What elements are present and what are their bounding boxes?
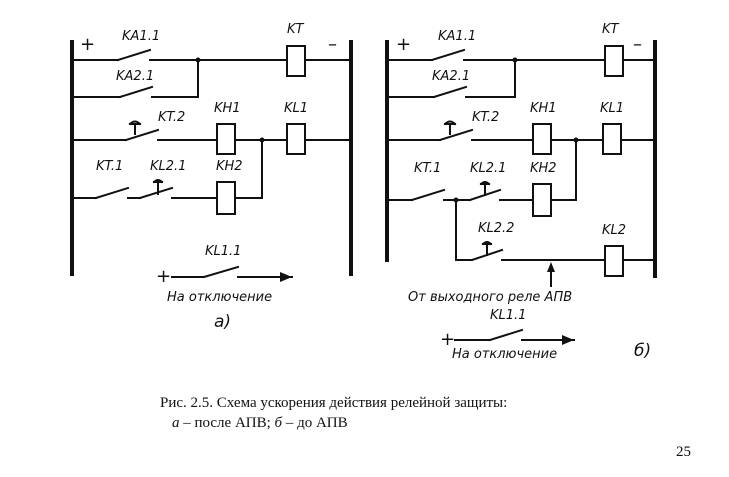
figure-caption: Рис. 2.5. Схема ускорения действия релей…	[160, 393, 507, 433]
label-kt-b: KT	[602, 22, 620, 37]
plus-sign-a: +	[80, 34, 95, 55]
label-kl21-b: KL2.1	[470, 161, 506, 176]
diagram-b: + – KA1.1 KT KA2.1	[385, 22, 657, 362]
trip-plus-a: +	[156, 266, 171, 287]
rung-5-b	[455, 199, 656, 287]
relay-coil-kl1-b	[602, 123, 622, 155]
relay-coil-kh2-a	[216, 181, 236, 215]
caption-line-2: а – после АПВ; б – до АПВ	[160, 413, 507, 433]
trip-plus-b: +	[440, 329, 455, 350]
caption-a-letter: а	[172, 415, 180, 431]
relay-coil-kt-a	[286, 45, 306, 77]
minus-sign-a: –	[328, 34, 337, 55]
trip-text-a: На отключение	[167, 290, 272, 305]
label-kh1-b: KH1	[530, 101, 557, 116]
sub-label-b: б)	[634, 341, 651, 361]
label-kl22-b: KL2.2	[478, 221, 514, 236]
label-kh2-a: KH2	[216, 159, 243, 174]
minus-sign-b: –	[633, 34, 642, 55]
relay-coil-kt-b	[604, 45, 624, 77]
trip-contact-kl11-a	[171, 265, 293, 282]
label-kl2-b: KL2	[602, 223, 626, 238]
plus-sign-b: +	[396, 34, 411, 55]
label-ka21-b: KA2.1	[432, 69, 470, 84]
label-kt2-b: KT.2	[472, 110, 499, 125]
label-kt1-a: KT.1	[96, 159, 123, 174]
trip-contact-kl11-b	[454, 328, 575, 345]
rung-1-a	[71, 45, 352, 77]
relay-coil-kl2-b	[604, 245, 624, 277]
label-kl21-a: KL2.1	[150, 159, 186, 174]
label-kh1-a: KH1	[214, 101, 241, 116]
rung-3-a	[71, 120, 352, 155]
rung-3-b	[386, 120, 656, 155]
label-kl1-a: KL1	[284, 101, 308, 116]
label-kl1-b: KL1	[600, 101, 624, 116]
relay-coil-kl1-a	[286, 123, 306, 155]
label-kl11-a: KL1.1	[205, 244, 241, 259]
label-kt-a: KT	[287, 22, 305, 37]
relay-coil-kh1-b	[532, 123, 552, 155]
label-ka11-a: KA1.1	[122, 29, 160, 44]
trip-text-b: На отключение	[452, 347, 557, 362]
caption-line-1: Рис. 2.5. Схема ускорения действия релей…	[160, 395, 508, 411]
page-number: 25	[676, 444, 691, 460]
rung-2-b	[386, 59, 516, 99]
label-kt2-a: KT.2	[158, 110, 185, 125]
rung-2-a	[71, 59, 199, 99]
sub-label-a: а)	[214, 312, 231, 332]
rung-1-b	[386, 45, 656, 77]
caption-b-text: – до АПВ	[282, 415, 348, 431]
diagram-a: + – KA1.1 KT KA2.1	[70, 22, 353, 332]
label-kl11-b: KL1.1	[490, 308, 526, 323]
rung-4-b	[386, 139, 577, 217]
caption-a-text: – после АПВ;	[179, 415, 275, 431]
caption-b-letter: б	[274, 415, 283, 431]
rung-4-a	[71, 139, 263, 215]
label-kh2-b: KH2	[530, 161, 557, 176]
label-kt1-b: KT.1	[414, 161, 441, 176]
arrow-text-b: От выходного реле АПВ	[408, 290, 572, 305]
relay-coil-kh2-b	[532, 183, 552, 217]
relay-coil-kh1-a	[216, 123, 236, 155]
label-ka11-b: KA1.1	[438, 29, 476, 44]
label-ka21-a: KA2.1	[116, 69, 154, 84]
